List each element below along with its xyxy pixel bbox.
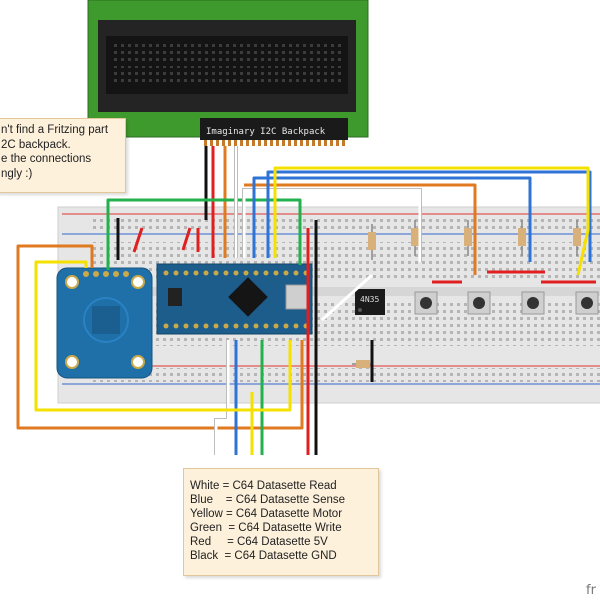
push-buttons — [414, 291, 599, 315]
note-line: e the connections — [1, 153, 92, 165]
wire-blue — [266, 170, 592, 262]
legend-line-black: Black = C64 Datasette GND — [190, 550, 337, 562]
wire-yellow — [273, 166, 590, 276]
arduino-nano — [156, 263, 313, 335]
wires — [16, 146, 596, 455]
wire-white — [214, 340, 230, 455]
wire-white — [242, 188, 422, 262]
backpack-label: Imaginary I2C Backpack — [206, 127, 326, 137]
note-line: 2C backpack. — [1, 138, 71, 151]
fritzing-note: n't find a Fritzing part 2C backpack. e … — [0, 118, 126, 193]
note-line: ngly :) — [1, 167, 33, 180]
rtc-module — [56, 267, 153, 379]
wire-orange — [244, 183, 477, 275]
legend-line-blue: Blue = C64 Datasette Sense — [190, 494, 346, 506]
wire-red — [181, 227, 192, 251]
legend-line-green: Green = C64 Datasette Write — [190, 522, 342, 534]
wire-white — [320, 273, 374, 322]
wire-yellow — [34, 260, 292, 412]
legend-line-yellow: Yellow = C64 Datasette Motor — [190, 508, 343, 520]
optocoupler-label: 4N35 — [360, 295, 379, 304]
wire-blue — [252, 176, 532, 262]
i2c-backpack: Imaginary I2C Backpack — [200, 118, 348, 146]
wire-orange — [16, 244, 304, 430]
lcd-display — [87, 0, 369, 138]
wire-green — [106, 198, 302, 270]
legend-line-white: White = C64 Datasette Read — [190, 480, 337, 492]
note-line: n't find a Fritzing part — [1, 124, 109, 136]
wire-red — [132, 227, 144, 253]
wire-legend-note: White = C64 Datasette Read Blue = C64 Da… — [183, 468, 379, 576]
resistors — [352, 220, 581, 368]
legend-line-red: Red = C64 Datasette 5V — [190, 536, 328, 548]
fritzing-brand: fr — [586, 583, 596, 598]
optocoupler-4n35: 4N35 — [355, 289, 385, 315]
